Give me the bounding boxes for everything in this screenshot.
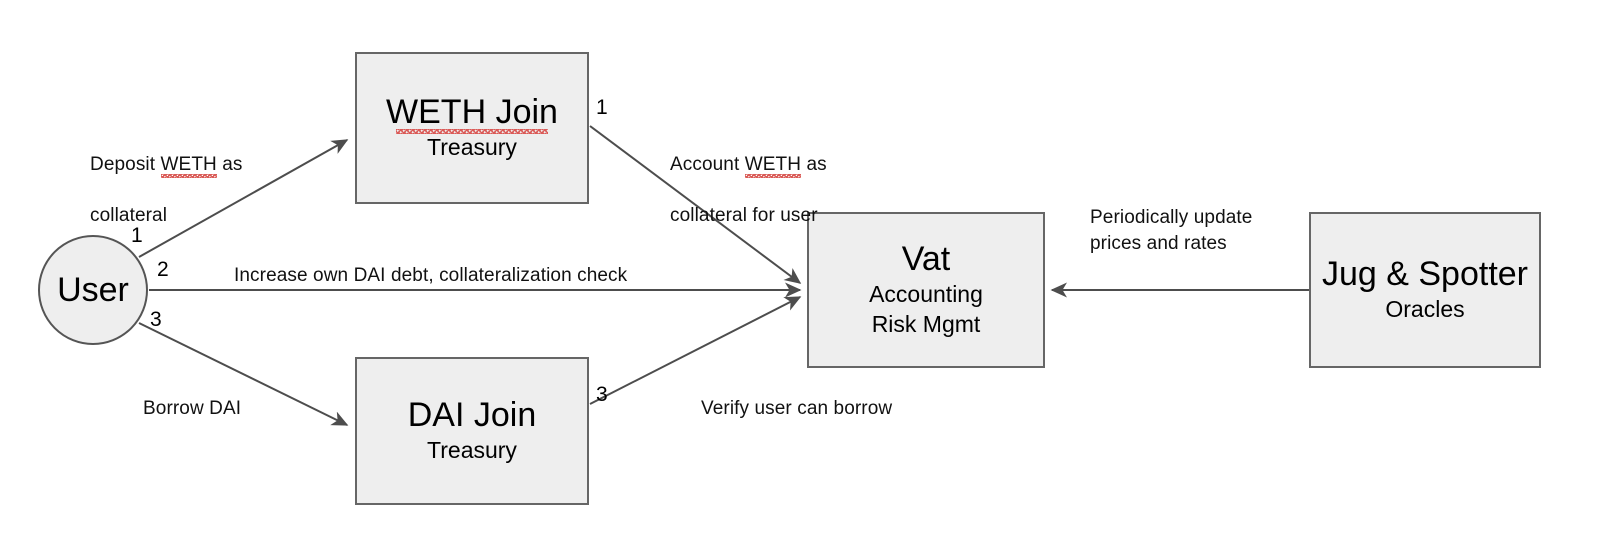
step-number-user-to-weth: 1 [131,224,143,247]
node-user-label: User [57,270,129,309]
node-weth-join[interactable]: WETH Join Treasury [355,52,589,204]
edge-weth-join-to-vat [589,125,802,284]
step-number-user-to-dai: 3 [150,308,162,331]
edge-label-verify-borrow: Verify user can borrow [701,398,893,419]
node-vat[interactable]: Vat Accounting Risk Mgmt [807,212,1045,368]
account-weth-post: as [801,153,827,175]
node-dai-join-title: DAI Join [407,396,537,435]
edge-label-account-weth: Account WETH as collateral for user [670,126,827,254]
node-oracles-subtitle: Oracles [1385,295,1465,322]
edge-user-to-dai-join [138,322,349,426]
edge-label-borrow-dai: Borrow DAI [143,398,242,419]
deposit-weth-line2: collateral [90,204,168,226]
step-number-weth-to-vat: 1 [596,96,608,119]
node-weth-join-title: WETH Join [386,93,558,134]
account-weth-pre: Account [670,153,745,175]
step-number-dai-to-vat: 3 [596,383,608,406]
edge-label-deposit-weth: Deposit WETH as collateral [90,126,243,254]
node-weth-join-subtitle: Treasury [427,133,517,160]
deposit-weth-post: as [216,153,243,175]
deposit-weth-pre: Deposit [90,153,161,175]
edge-user-to-weth-join [138,139,349,258]
node-oracles-title: Jug & Spotter [1321,255,1528,294]
node-vat-subtitle-risk-mgmt: Risk Mgmt [871,311,981,338]
node-vat-subtitle-accounting: Accounting [869,280,983,307]
node-dai-join[interactable]: DAI Join Treasury [355,357,589,505]
edge-label-increase-debt: Increase own DAI debt, collateralization… [234,265,628,286]
edge-dai-join-to-vat [589,296,802,405]
node-vat-title: Vat [901,239,951,278]
node-oracles[interactable]: Jug & Spotter Oracles [1309,212,1541,368]
deposit-weth-misspelled-word: WETH [160,153,217,175]
account-weth-line2: collateral for user [670,204,818,226]
step-number-user-to-vat: 2 [157,258,169,281]
node-user[interactable]: User [38,235,148,345]
node-dai-join-subtitle: Treasury [427,436,517,463]
account-weth-misspelled-word: WETH [744,153,802,175]
edge-label-periodic-update: Periodically update prices and rates [1090,207,1253,254]
